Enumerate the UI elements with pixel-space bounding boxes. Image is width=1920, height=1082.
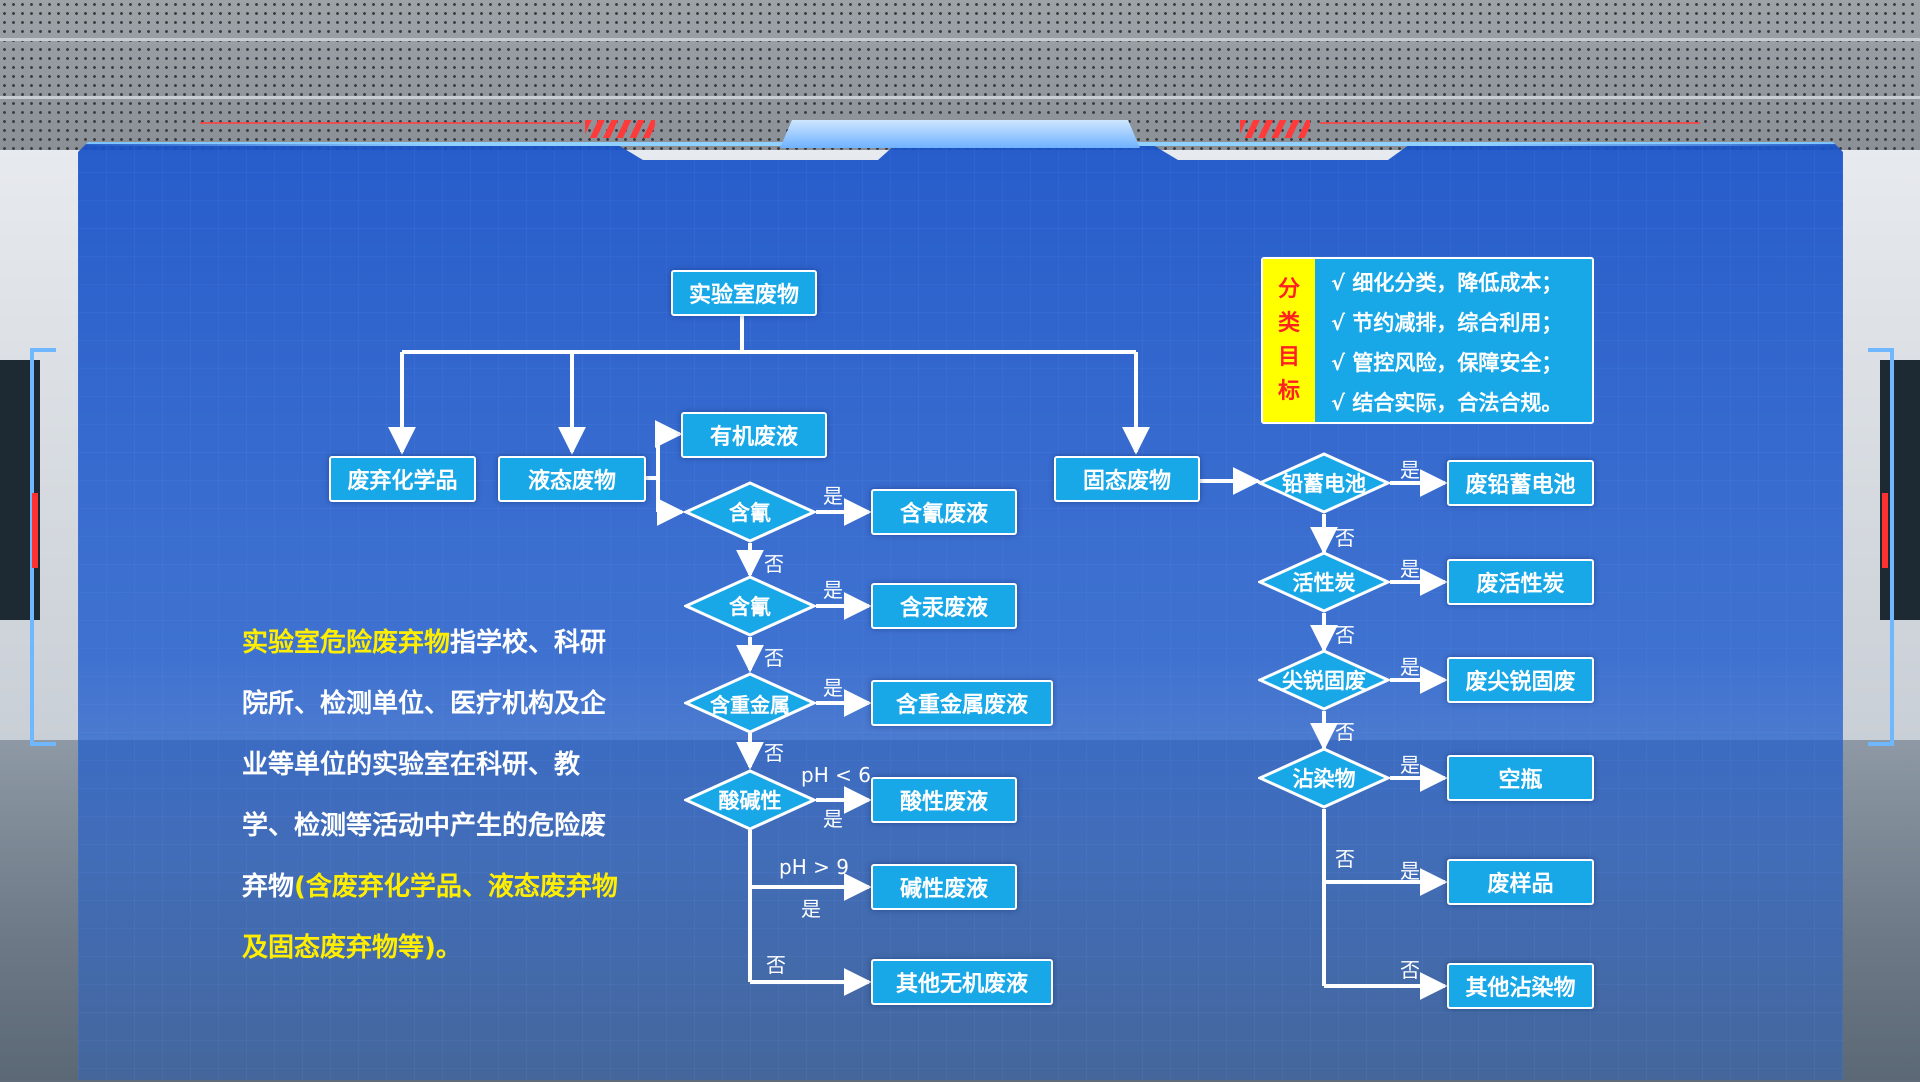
root-node-lab-waste: 实验室废物 (671, 270, 817, 316)
decision-mercury: 含氰 (684, 575, 816, 637)
decision-label: 含氰 (729, 501, 771, 525)
yes-label: 是 (823, 807, 843, 831)
no-label: 否 (1400, 958, 1420, 982)
no-label: 否 (764, 741, 784, 765)
goals-title-char: 标 (1277, 378, 1300, 404)
node-organic-waste-liquid: 有机废液 (681, 412, 827, 458)
node-empty-bottle: 空瓶 (1447, 755, 1594, 801)
node-liquid-waste: 液态废物 (498, 456, 646, 502)
ceiling-light (0, 96, 1920, 99)
definition-paragraph: 实验室危险废弃物指学校、科研院所、检测单位、医疗机构及企业等单位的实验室在科研、… (242, 613, 627, 979)
left-red-bar (32, 493, 38, 568)
node-lead-battery: 废铅蓄电池 (1447, 460, 1594, 506)
goals-title-char: 类 (1277, 310, 1300, 336)
node-cyanide-liquid: 含氰废液 (871, 489, 1017, 535)
goal-item: √ 节约减排，综合利用； (1331, 311, 1563, 335)
goal-item: √ 结合实际，合法合规。 (1331, 391, 1563, 415)
decision-cyanide: 含氰 (684, 481, 816, 543)
definition-parenthetical: (含废弃化学品、液态废弃物及固态废弃物等)。 (242, 872, 618, 963)
goals-title-char: 分 (1277, 276, 1300, 302)
yes-label: 是 (823, 578, 843, 602)
goals-title-char: 目 (1277, 344, 1300, 370)
panel-top-tab (780, 120, 1140, 148)
ph-low-label: pH < 6 (801, 763, 871, 787)
node-acid-liquid: 酸性废液 (871, 777, 1017, 823)
decision-label: 活性炭 (1292, 571, 1356, 595)
decision-label: 铅蓄电池 (1282, 472, 1366, 496)
no-label: 否 (1335, 623, 1355, 647)
node-base-liquid: 碱性废液 (871, 864, 1017, 910)
decision-label: 含氰 (729, 595, 771, 619)
red-stripes-right (1240, 120, 1310, 138)
node-activated-carbon: 废活性炭 (1447, 559, 1594, 605)
yes-label: 是 (801, 897, 821, 921)
yes-label: 是 (1400, 859, 1420, 883)
definition-term: 实验室危险废弃物 (242, 628, 451, 658)
yes-label: 是 (1400, 458, 1420, 482)
no-label: 否 (1335, 526, 1355, 550)
red-stripes-left (585, 120, 655, 138)
no-label: 否 (764, 552, 784, 576)
node-sharps-waste: 废尖锐固废 (1447, 657, 1594, 703)
decision-label: 酸碱性 (718, 789, 782, 813)
yes-label: 是 (1400, 655, 1420, 679)
decision-acid-base: 酸碱性 (684, 769, 816, 831)
node-heavy-metal-liquid: 含重金属废液 (871, 680, 1053, 726)
node-other-inorganic-liquid: 其他无机废液 (871, 959, 1053, 1005)
yes-label: 是 (1400, 557, 1420, 581)
right-frame-bracket (1868, 348, 1894, 746)
node-discarded-chemicals: 废弃化学品 (329, 456, 476, 502)
right-red-bar (1882, 493, 1888, 568)
goals-list: √ 细化分类，降低成本； √ 节约减排，综合利用； √ 管控风险，保障安全； √… (1331, 263, 1562, 423)
right-wall-panel (1880, 360, 1920, 620)
no-label: 否 (1335, 720, 1355, 744)
ph-high-label: pH > 9 (779, 855, 849, 879)
no-label: 否 (1335, 847, 1355, 871)
no-label: 否 (766, 953, 786, 977)
decision-contaminated: 沾染物 (1258, 747, 1390, 809)
node-other-contaminated: 其他沾染物 (1447, 963, 1594, 1009)
ceiling-light (0, 38, 1920, 41)
goal-item: √ 管控风险，保障安全； (1331, 351, 1563, 375)
decision-activated-carbon: 活性炭 (1258, 551, 1390, 613)
goal-item: √ 细化分类，降低成本； (1331, 271, 1563, 295)
red-accent-line (1320, 122, 1700, 124)
no-label: 否 (764, 646, 784, 670)
yes-label: 是 (1400, 753, 1420, 777)
node-waste-sample: 废样品 (1447, 859, 1594, 905)
yes-label: 是 (823, 484, 843, 508)
decision-heavy-metal: 含重金属 (684, 672, 816, 734)
decision-sharps: 尖锐固废 (1258, 649, 1390, 711)
decision-label: 含重金属 (710, 692, 790, 717)
definition-body: 指学校、科研院所、检测单位、医疗机构及企业等单位的实验室在科研、教学、检测等活动… (242, 628, 607, 902)
goals-title: 分 类 目 标 (1263, 259, 1315, 422)
node-mercury-liquid: 含汞废液 (871, 583, 1017, 629)
decision-label: 尖锐固废 (1282, 669, 1366, 693)
decision-lead-battery: 铅蓄电池 (1258, 452, 1390, 514)
red-accent-line (200, 122, 580, 124)
classification-goals-box: 分 类 目 标 √ 细化分类，降低成本； √ 节约减排，综合利用； √ 管控风险… (1261, 257, 1594, 424)
node-solid-waste: 固态废物 (1054, 456, 1200, 502)
yes-label: 是 (823, 676, 843, 700)
decision-label: 沾染物 (1292, 767, 1356, 791)
